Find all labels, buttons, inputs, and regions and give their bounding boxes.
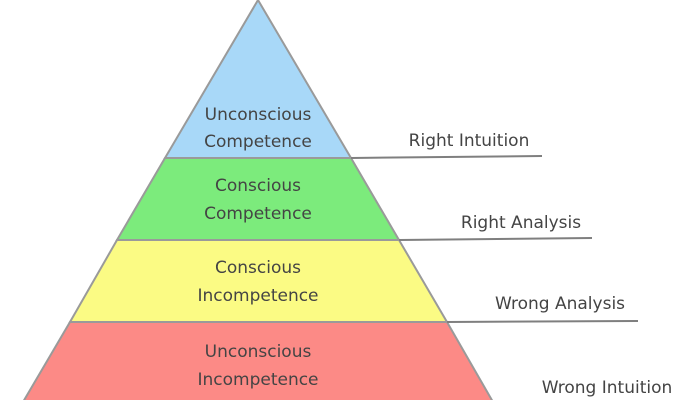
side-label-wrong-analysis: Wrong Analysis xyxy=(495,294,625,314)
layer-4-line-1: Unconscious xyxy=(205,342,312,362)
layer-1-line-1: Unconscious xyxy=(205,105,312,125)
pyramid-layer-conscious-incompetence xyxy=(68,239,449,323)
pyramid-layer-unconscious-incompetence xyxy=(23,321,494,400)
layer-3-line-2: Incompetence xyxy=(197,286,318,306)
side-label-right-analysis: Right Analysis xyxy=(461,213,581,233)
leader-line-wrong-analysis xyxy=(446,320,639,323)
layer-1-line-2: Competence xyxy=(204,132,312,152)
leader-line-right-analysis xyxy=(398,237,593,241)
layer-4-line-2: Incompetence xyxy=(197,370,318,390)
layer-2-line-1: Conscious xyxy=(215,176,301,196)
layer-3-line-1: Conscious xyxy=(215,258,301,278)
pyramid-layer-conscious-competence xyxy=(115,157,401,241)
side-label-wrong-intuition: Wrong Intuition xyxy=(542,378,673,398)
layer-2-line-2: Competence xyxy=(204,204,312,224)
side-label-right-intuition: Right Intuition xyxy=(409,131,530,151)
leader-line-right-intuition xyxy=(350,155,543,159)
